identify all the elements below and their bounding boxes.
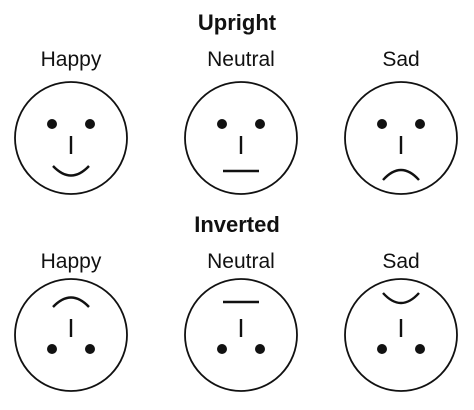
face-inverted-neutral-left-eye: [255, 344, 265, 354]
face-inverted-sad-left-eye: [415, 344, 425, 354]
face-upright-sad-left-eye: [377, 119, 387, 129]
face-upright-happy-mouth: [52, 165, 90, 177]
face-upright-happy-left-eye: [47, 119, 57, 129]
face-upright-neutral-right-eye: [255, 119, 265, 129]
face-inverted-sad-mouth: [382, 292, 420, 305]
face-upright-neutral: [184, 81, 298, 195]
face-upright-happy-right-eye: [85, 119, 95, 129]
face-inverted-sad-right-eye: [377, 344, 387, 354]
label-inverted-neutral: Neutral: [207, 250, 275, 273]
label-upright-neutral: Neutral: [207, 48, 275, 71]
section-title-inverted: Inverted: [194, 212, 280, 237]
face-upright-sad-mouth: [382, 168, 420, 181]
face-inverted-neutral: [184, 278, 298, 392]
face-inverted-neutral-right-eye: [217, 344, 227, 354]
face-inverted-happy: [14, 278, 128, 392]
label-inverted-sad: Sad: [382, 250, 420, 273]
face-upright-sad-right-eye: [415, 119, 425, 129]
face-upright-sad: [344, 81, 458, 195]
face-upright-happy: [14, 81, 128, 195]
section-title-upright: Upright: [197, 10, 277, 35]
face-inverted-sad: [344, 278, 458, 392]
label-upright-happy: Happy: [40, 48, 102, 71]
face-upright-neutral-left-eye: [217, 119, 227, 129]
label-upright-sad: Sad: [382, 48, 420, 71]
face-inverted-happy-mouth: [52, 296, 90, 308]
face-inverted-happy-right-eye: [47, 344, 57, 354]
face-inverted-happy-left-eye: [85, 344, 95, 354]
label-inverted-happy: Happy: [40, 250, 102, 273]
